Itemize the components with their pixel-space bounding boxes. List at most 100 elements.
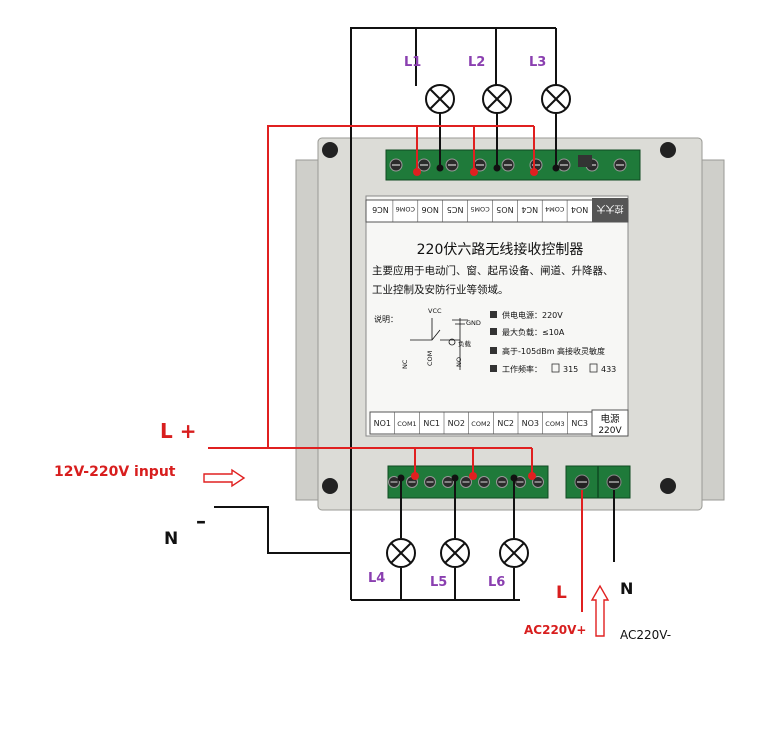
terminal-screw — [445, 158, 459, 172]
bottom-term-label: NC1 — [423, 419, 440, 428]
lamp-icon — [386, 538, 416, 568]
power-label-bottom: 220V — [598, 426, 622, 436]
mount-hole-tl — [322, 142, 338, 158]
terminal-screw — [478, 476, 490, 488]
lamp-label-l1: L1 — [404, 55, 421, 70]
top-term-cell: COM5 — [467, 200, 490, 222]
lamp-label-l4: L4 — [368, 571, 385, 586]
brand: 控大大 — [596, 203, 623, 215]
label-title: 220伏六路无线接收控制器 — [417, 241, 584, 258]
mount-hole-bl — [322, 478, 338, 494]
com-label: COM — [426, 351, 434, 366]
black-wire-top-bus — [350, 27, 556, 600]
lamp-icon — [482, 84, 512, 114]
power-label-box — [591, 409, 629, 437]
lamp-label-l2: L2 — [468, 55, 485, 70]
antenna-jack — [578, 155, 592, 167]
bottom-term-label: NC3 — [571, 419, 588, 428]
lamp-label-l6: L6 — [488, 575, 505, 590]
vcc-label: VCC — [428, 307, 442, 315]
terminal-screw — [460, 476, 472, 488]
top-term-cell: NO4 — [566, 200, 588, 222]
bottom-terminal-screws — [388, 476, 544, 488]
input-minus: – — [196, 509, 206, 533]
brand-box — [592, 198, 628, 222]
top-term-cells: NC6 COM6 NO6 NC5 COM5 NO5 NC4 COM4 NO4 — [372, 200, 588, 222]
top-term-cell: NO6 — [417, 200, 439, 222]
lamp-label-l5: L5 — [430, 575, 447, 590]
bottom-term-label: NO1 — [374, 419, 391, 428]
top-term-cell: COM6 — [392, 200, 415, 222]
bottom-term-cell: NO3 — [517, 412, 539, 434]
spec-4: 工作频率： — [502, 364, 542, 374]
label-desc-2: 工业控制及安防行业等领域。 — [372, 283, 509, 296]
input-voltage: 12V-220V input — [54, 464, 176, 480]
top-term-label: NO4 — [571, 205, 588, 214]
explain-label: 说明： — [374, 314, 398, 324]
lamp-icon — [499, 538, 529, 568]
terminal-screw — [424, 476, 436, 488]
bottom-term-cell: COM1 — [394, 412, 417, 434]
bottom-term-label: COM2 — [471, 420, 490, 428]
top-term-label: NC4 — [521, 205, 538, 214]
top-term-label: NO5 — [496, 205, 513, 214]
black-wires — [214, 27, 615, 601]
relay-symbol — [410, 318, 468, 370]
terminal-screw — [388, 476, 400, 488]
freq-box-315 — [551, 363, 560, 373]
spec-3: 高于-105dBm 高接收灵敏度 — [502, 346, 605, 356]
input-l-plus: L + — [160, 419, 196, 443]
top-term-cell: NO5 — [492, 200, 514, 222]
terminal-screw — [389, 158, 403, 172]
bottom-term-cell: COM3 — [542, 412, 565, 434]
terminal-screw — [557, 158, 571, 172]
bottom-term-cell: NO1 — [374, 419, 391, 428]
spec-1: 供电电源：220V — [502, 310, 563, 320]
terminal-screw — [532, 476, 544, 488]
top-term-cell: NC6 — [372, 205, 389, 214]
bottom-term-cell: NO2 — [443, 412, 465, 434]
power-ac-plus: AC220V+ — [524, 623, 586, 637]
top-term-label: NO6 — [422, 205, 439, 214]
terminal-screw — [473, 158, 487, 172]
terminal-screw — [496, 476, 508, 488]
input-n: N — [164, 529, 178, 549]
bottom-term-cell: NC1 — [419, 412, 440, 434]
terminal-screw — [501, 158, 515, 172]
red-wires — [208, 125, 583, 612]
freq-433: 433 — [601, 365, 616, 374]
top-terminal-screws — [389, 158, 627, 172]
power-label-top: 电源 — [600, 413, 620, 425]
top-term-label: NC5 — [447, 205, 464, 214]
lamp-icon — [541, 84, 571, 114]
bottom-term-label: NO3 — [522, 419, 539, 428]
wire-terminal-dots — [397, 164, 560, 482]
top-term-cell: NC4 — [517, 200, 538, 222]
mount-hole-tr — [660, 142, 676, 158]
top-term-label: COM6 — [396, 205, 415, 213]
power-l: L — [556, 583, 567, 603]
top-term-label: COM4 — [545, 205, 564, 213]
bottom-term-label: COM3 — [545, 420, 564, 428]
lamp-icon — [440, 538, 470, 568]
top-term-label: NC6 — [372, 205, 389, 214]
black-wire-n-input — [214, 506, 351, 554]
top-term-cell: COM4 — [541, 200, 564, 222]
gnd-label: GND — [466, 319, 481, 327]
power-arrow-icon — [590, 584, 610, 637]
label-desc-1: 主要应用于电动门、窗、起吊设备、闸道、升降器、 — [372, 264, 614, 277]
terminal-screw — [613, 158, 627, 172]
spec-2: 最大负载：≤10A — [502, 327, 565, 337]
top-term-cell: NC5 — [442, 200, 464, 222]
lamps — [386, 84, 571, 568]
top-term-label: COM5 — [470, 205, 489, 213]
no-label: NO — [455, 357, 463, 367]
lamp-icon — [425, 84, 455, 114]
input-arrow-icon — [203, 468, 246, 488]
mount-hole-br — [660, 478, 676, 494]
terminal-screw — [442, 476, 454, 488]
load-label: 负载 — [458, 339, 472, 348]
bottom-term-label: NC2 — [497, 419, 514, 428]
